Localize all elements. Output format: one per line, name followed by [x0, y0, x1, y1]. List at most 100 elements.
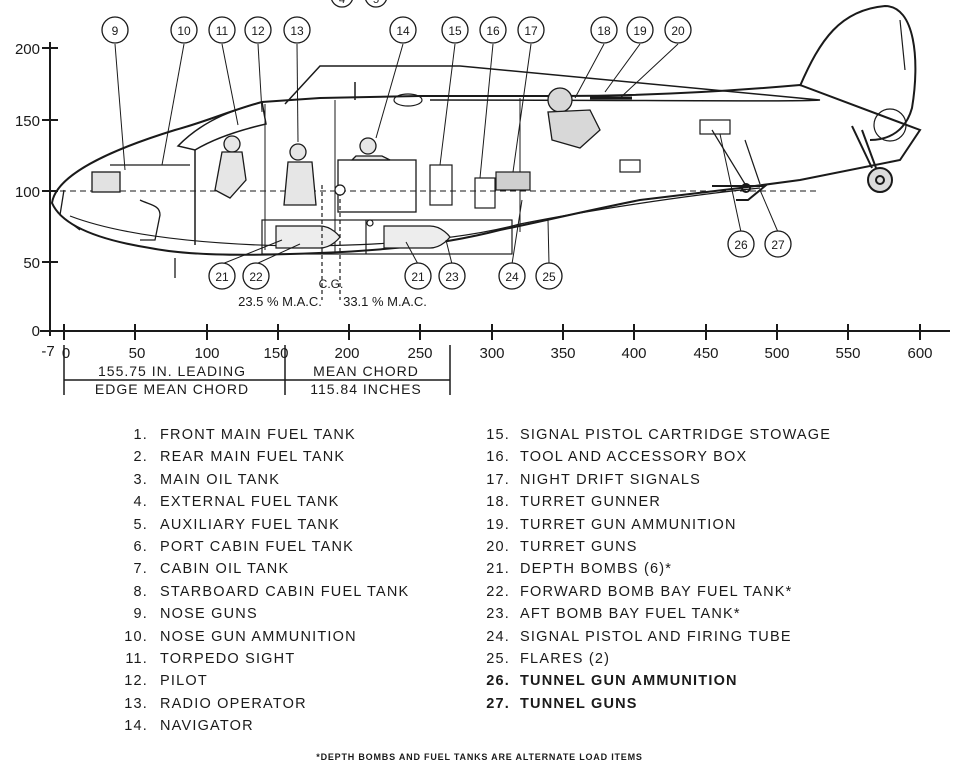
legend-item-number: 4. — [133, 494, 148, 511]
legend-item-number: 11. — [125, 650, 148, 667]
x-tick-label: 350 — [550, 345, 575, 362]
legend-item: 21.DEPTH BOMBS (6)* — [420, 558, 831, 580]
legend-item-number: 14. — [124, 718, 148, 735]
y-tick-label: 0 — [32, 323, 40, 340]
callout-number: 24 — [505, 270, 519, 284]
legend-item-label: TUNNEL GUNS — [520, 695, 638, 712]
callout-number: 11 — [216, 24, 229, 38]
callout-27 — [764, 230, 792, 258]
legend-item-label: FLARES (2) — [520, 650, 611, 667]
legend-item-number: 25. — [486, 650, 510, 667]
callout-bubbles — [101, 16, 792, 290]
wing-outline — [284, 65, 821, 105]
legend-item: 17.NIGHT DRIFT SIGNALS — [420, 469, 831, 491]
legend-item-label: CABIN OIL TANK — [160, 561, 290, 578]
callout-19 — [626, 16, 654, 44]
legend-item: 4. EXTERNAL FUEL TANK — [0, 491, 409, 513]
legend-item-label: NAVIGATOR — [160, 718, 254, 735]
callout-23 — [438, 262, 466, 290]
legend-item: 9.NOSE GUNS — [0, 603, 409, 625]
y-tick-label: 200 — [15, 41, 40, 58]
callout-number: 10 — [177, 24, 191, 38]
legend-item: 18. TURRET GUNNER — [420, 491, 831, 513]
cg-left-label: 23.5 % M.A.C. — [238, 294, 322, 309]
legend-item: 8.STARBOARD CABIN FUEL TANK — [0, 581, 409, 603]
tunnel-gun — [711, 129, 768, 201]
callout-16 — [479, 16, 507, 44]
legend-item: 2.REAR MAIN FUEL TANK — [0, 446, 409, 468]
legend-item-label: NOSE GUN AMMUNITION — [160, 628, 357, 645]
legend-item-label: SIGNAL PISTOL CARTRIDGE STOWAGE — [520, 427, 832, 443]
callout-number: 23 — [445, 270, 459, 284]
legend-item: 1.FRONT MAIN FUEL TANK — [0, 424, 409, 446]
legend-item-number: 24. — [486, 628, 510, 645]
x-tick-label: 600 — [907, 345, 932, 362]
bomb-bay — [261, 219, 513, 255]
callout-26 — [727, 230, 755, 258]
callout-17 — [517, 16, 545, 44]
x-tick-label: 300 — [479, 345, 504, 362]
legend-item-label: NIGHT DRIFT SIGNALS — [520, 471, 701, 488]
vertical-tail — [799, 4, 917, 141]
legend-item-number: 18. — [486, 494, 510, 511]
callout-13 — [283, 16, 311, 44]
callout-10 — [170, 16, 198, 44]
legend-item-label: PORT CABIN FUEL TANK — [160, 538, 355, 555]
legend-item-number: 22. — [486, 583, 510, 600]
leading-edge-label-1: 155.75 IN. LEADING — [98, 363, 246, 379]
legend-item: 16.TOOL AND ACCESSORY BOX — [420, 446, 831, 468]
callout-21 — [208, 262, 236, 290]
cg-label: C.G. — [319, 277, 344, 291]
legend-item-number: 8. — [133, 583, 148, 600]
legend-item-number: 20. — [486, 538, 510, 555]
callout-number: 22 — [249, 270, 263, 284]
callout-number: 14 — [396, 24, 410, 38]
x-tick-label: 50 — [129, 345, 146, 362]
callout-number: 26 — [734, 238, 748, 252]
leader-lines — [114, 43, 779, 265]
turret-gunner-figure — [547, 87, 632, 149]
callout-number: 15 — [448, 24, 462, 38]
cg-markers — [321, 184, 374, 300]
legend-item-number: 16. — [486, 449, 510, 466]
radio-operator-figure — [283, 143, 317, 206]
legend-item-number: 26. — [486, 673, 510, 690]
x-tick-label: 200 — [334, 345, 359, 362]
mean-chord-label-2: 115.84 INCHES — [310, 381, 422, 397]
callout-number: 9 — [112, 24, 119, 38]
y-tick-label: 100 — [15, 184, 40, 201]
legend-item-label: SIGNAL PISTOL AND FIRING TUBE — [520, 628, 792, 645]
navigator-figure — [337, 137, 417, 213]
callout-22 — [242, 262, 270, 290]
legend-item-number: 7. — [133, 561, 148, 578]
legend-item-label: TURRET GUNNER — [520, 494, 662, 511]
legend-item: 22.FORWARD BOMB BAY FUEL TANK* — [420, 581, 831, 603]
y-tick-labels: 200 150 100 50 0 — [15, 41, 40, 340]
callout-14 — [389, 16, 417, 44]
legend-item: 27.TUNNEL GUNS — [420, 693, 831, 715]
x-tick-label: 150 — [263, 345, 288, 362]
depth-bomb-forward — [275, 225, 341, 249]
legend-item: 14. NAVIGATOR — [0, 715, 409, 737]
cg-right-label: 33.1 % M.A.C. — [343, 294, 427, 309]
x-tick-label: 450 — [693, 345, 718, 362]
legend-item-label: EXTERNAL FUEL TANK — [160, 494, 340, 511]
legend-item-number: 6. — [133, 538, 148, 555]
callout-number: 12 — [251, 24, 265, 38]
legend-item-number: 19. — [486, 516, 510, 533]
callout-11 — [208, 16, 236, 44]
depth-bomb-aft — [383, 225, 451, 249]
canopy-outline — [176, 101, 267, 151]
legend-item-label: FRONT MAIN FUEL TANK — [160, 427, 356, 443]
legend-item-label: TURRET GUN AMMUNITION — [520, 516, 737, 533]
callout-25 — [535, 262, 563, 290]
x-tick-label: 550 — [835, 345, 860, 362]
callout-number: 21 — [215, 270, 229, 284]
callout-9 — [101, 16, 129, 44]
legend-item-number: 5. — [133, 516, 148, 533]
legend-item-label: TURRET GUNS — [520, 538, 638, 555]
legend-item-number: 23. — [486, 606, 510, 623]
callout-number: 27 — [771, 238, 785, 252]
callout-20 — [664, 16, 692, 44]
